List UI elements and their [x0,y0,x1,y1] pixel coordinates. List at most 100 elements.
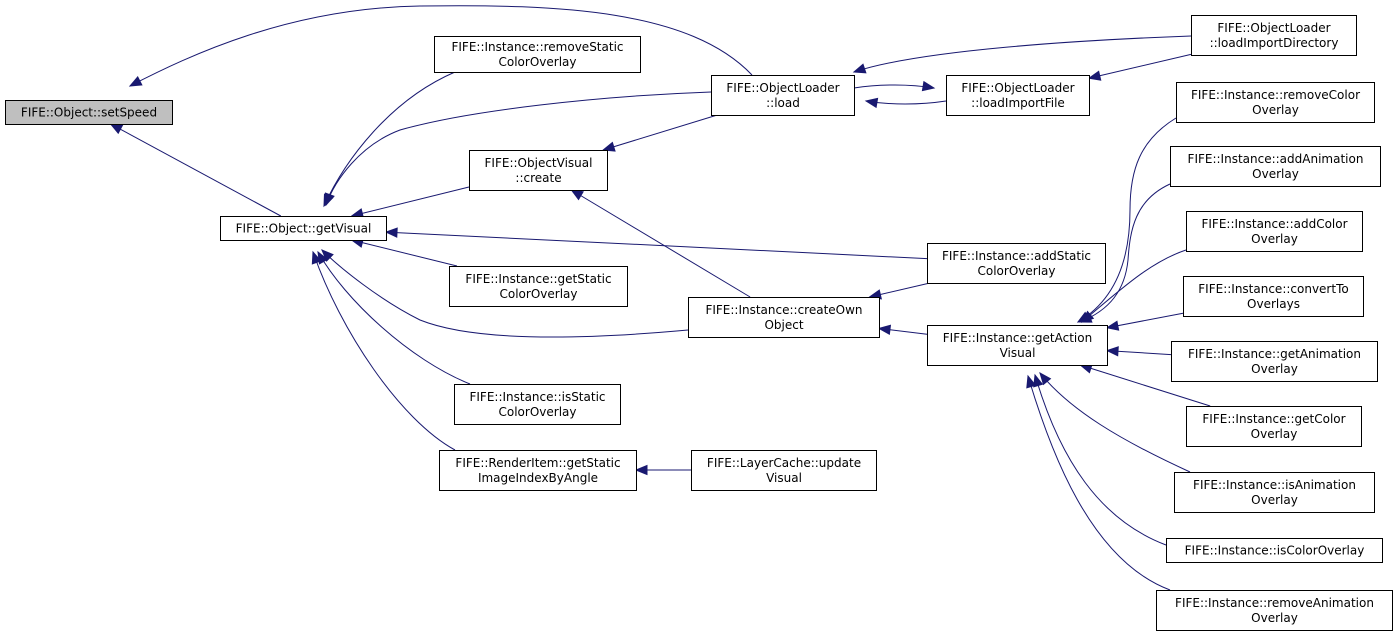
edge-get-static-image-index-by-angle-to-get-visual [312,251,456,451]
node-label: FIFE::ObjectLoader [1217,21,1330,35]
edge-loader-load-to-load-import-file-arrowhead [921,80,936,92]
node-box[interactable] [1174,472,1375,513]
node-box[interactable] [5,100,173,125]
edge-is-animation-overlay-to-get-action-visual-arrowhead [1039,371,1052,386]
node-label: Overlay [1252,103,1299,117]
node-label: FIFE::LayerCache::update [707,456,861,470]
node-get-static-image-index-by-angle[interactable]: FIFE::RenderItem::getStaticImageIndexByA… [439,450,637,491]
node-load-import-file[interactable]: FIFE::ObjectLoader::loadImportFile [946,75,1090,116]
node-box[interactable] [434,36,641,73]
edge-loader-load-to-obj-visual-create-arrowhead [601,141,616,152]
node-box[interactable] [220,216,387,241]
node-label: FIFE::ObjectVisual [485,156,593,170]
node-label: Object [764,318,803,332]
node-label: ColorOverlay [499,55,577,69]
node-box[interactable] [688,297,880,338]
node-label: ::load [766,96,800,110]
node-label: ColorOverlay [978,264,1056,278]
node-label: FIFE::RenderItem::getStatic [455,456,620,470]
edge-remove-animation-overlay-to-get-action-visual-arrowhead [1026,374,1037,389]
node-label: FIFE::Instance::addColor [1201,217,1347,231]
edge-is-color-overlay-to-get-action-visual [1034,374,1167,546]
node-box[interactable] [1156,590,1393,631]
node-box[interactable] [1186,406,1362,447]
node-label: FIFE::Object::setSpeed [21,106,157,120]
node-label: FIFE::ObjectLoader [961,81,1074,95]
edge-create-own-object-to-obj-visual-create [571,189,751,298]
edge-get-color-overlay-to-get-action-visual [1080,364,1211,407]
node-label: ::loadImportDirectory [1210,36,1339,50]
edge-load-import-directory-to-loader-load-arrowhead [852,63,867,74]
node-box[interactable] [449,266,628,307]
edge-get-visual-to-set-speed-arrowhead [109,123,124,135]
node-set-speed[interactable]: FIFE::Object::setSpeed [5,100,173,125]
edge-load-import-file-to-loader-load [865,100,947,105]
node-is-color-overlay[interactable]: FIFE::Instance::isColorOverlay [1166,538,1383,563]
node-box[interactable] [1171,341,1378,382]
node-box[interactable] [711,75,855,116]
node-label: Visual [1000,346,1036,360]
edge-remove-color-overlay-to-get-action-visual [1077,117,1177,323]
edge-convert-to-overlays-to-get-action-visual [1106,312,1184,329]
edge-loader-load-to-obj-visual-create [603,114,718,151]
node-label: FIFE::Instance::removeStatic [451,40,623,54]
node-box[interactable] [454,384,621,425]
node-label: Overlay [1251,362,1298,376]
node-label: FIFE::ObjectLoader [726,81,839,95]
node-box[interactable] [1183,276,1364,317]
node-loader-load[interactable]: FIFE::ObjectLoader::load [711,75,855,116]
edge-loader-load-to-load-import-file [853,84,935,89]
node-label: FIFE::Instance::getAction [943,331,1092,345]
node-label: ::create [515,171,561,185]
node-label: FIFE::Instance::isColorOverlay [1185,544,1365,558]
node-box[interactable] [1170,146,1381,187]
edge-add-animation-overlay-to-get-action-visual [1079,183,1171,323]
edge-get-animation-overlay-to-get-action-visual-arrowhead [1105,346,1119,357]
edge-loader-load-to-set-speed [129,5,753,87]
node-label: ColorOverlay [500,287,578,301]
node-box[interactable] [927,243,1106,284]
node-label: FIFE::Instance::getStatic [465,272,611,286]
nodes-layer: FIFE::Object::setSpeedFIFE::Object::getV… [5,15,1393,631]
edge-add-color-overlay-to-get-action-visual-arrowhead [1080,310,1095,323]
edge-load-import-directory-to-load-import-file [1088,53,1192,79]
edge-create-own-object-to-get-visual-arrowhead [321,249,334,262]
node-label: FIFE::Instance::removeAnimation [1175,596,1374,610]
node-label: Overlay [1251,493,1298,507]
edge-create-own-object-to-obj-visual-create-arrowhead [570,189,584,201]
node-box[interactable] [1166,538,1383,563]
node-label: FIFE::Object::getVisual [236,222,372,236]
node-load-import-directory[interactable]: FIFE::ObjectLoader::loadImportDirectory [1191,15,1357,56]
node-box[interactable] [469,150,608,191]
edge-loader-load-to-get-visual-arrowhead [324,192,335,207]
node-box[interactable] [946,75,1090,116]
node-box[interactable] [691,450,877,491]
node-label: Overlay [1251,427,1298,441]
node-obj-visual-create[interactable]: FIFE::ObjectVisual::create [469,150,608,191]
node-get-visual[interactable]: FIFE::Object::getVisual [220,216,387,241]
node-box[interactable] [1186,211,1363,252]
node-label: Overlay [1251,232,1298,246]
node-box[interactable] [1191,15,1357,56]
node-box[interactable] [439,450,637,491]
node-box[interactable] [927,325,1108,366]
node-label: FIFE::Instance::removeColor [1191,88,1360,102]
edge-remove-static-color-overlay-to-get-visual [323,71,456,207]
edge-is-animation-overlay-to-get-action-visual [1039,372,1191,473]
node-box[interactable] [1176,82,1375,123]
